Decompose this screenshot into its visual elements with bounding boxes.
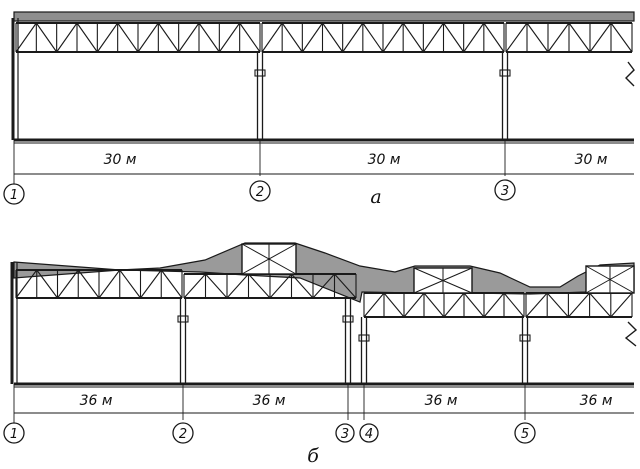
columns-a [11,18,511,184]
roof-profile-b [13,242,635,303]
axis-marker-b-3: 3 [335,423,355,443]
truss-a-2 [261,22,505,53]
truss-b-1 [15,269,183,299]
skylight-b-1 [241,243,297,275]
axis-marker-b-2: 2 [172,422,194,444]
truss-a-1 [15,22,261,53]
svg-text:3: 3 [341,427,349,442]
caption-a: а [370,186,381,208]
column-b-2 [177,298,189,420]
axis-marker-a-1: 1 [3,183,25,205]
span-label-a-3: 30 м [575,152,608,168]
section-a: 30 м 30 м 30 м 1 2 3 а [3,11,635,208]
skylight-b-2 [413,267,473,294]
truss-a-3 [505,22,633,53]
truss-b-3 [363,292,525,318]
caption-b: б [307,445,319,467]
skylight-b-3 [585,265,635,294]
axis-marker-a-2: 2 [249,180,271,202]
column-b-4 [358,317,370,420]
svg-text:3: 3 [501,184,509,199]
axis-marker-b-1: 1 [3,422,25,444]
skylights-b [241,243,635,294]
column-a-2 [254,52,266,176]
span-label-b-1: 36 м [80,393,113,409]
break-mark-b [624,321,638,347]
span-label-a-1: 30 м [104,152,137,168]
column-a-3 [499,52,511,176]
span-label-b-3: 36 м [425,393,458,409]
axis-marker-b-5: 5 [514,422,536,444]
truss-b-4 [525,292,633,318]
wall-a-1 [11,18,19,184]
wall-b-1 [10,262,18,423]
svg-text:1: 1 [10,188,18,203]
columns-b [10,262,531,423]
span-label-b-2: 36 м [253,393,286,409]
svg-text:5: 5 [521,427,529,442]
roof-slab-a [13,11,635,22]
truss-b-2 [183,273,357,299]
svg-text:2: 2 [256,185,264,200]
column-b-5 [519,317,531,420]
svg-text:4: 4 [365,427,373,442]
section-b: 36 м 36 м 36 м 36 м 1 2 3 4 5 б [3,242,638,467]
svg-text:2: 2 [179,427,187,442]
span-label-b-4: 36 м [580,393,613,409]
trusses-a [15,22,633,53]
break-mark-a [625,61,635,87]
svg-text:1: 1 [10,427,18,442]
span-label-a-2: 30 м [368,152,401,168]
axis-marker-a-3: 3 [494,179,516,201]
axis-marker-b-4: 4 [359,423,379,443]
trusses-b [15,269,633,318]
column-b-3 [342,298,354,420]
